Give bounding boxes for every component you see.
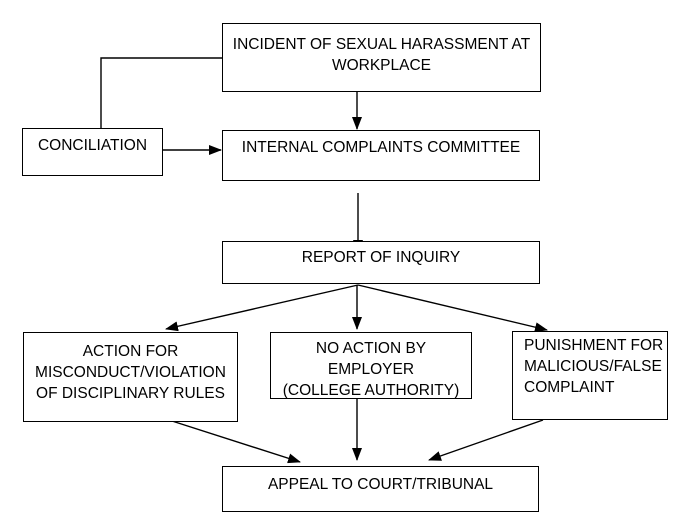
edge-punishment-appeal <box>428 419 544 461</box>
edge-report-punishment <box>357 284 548 333</box>
node-internal-complaints-committee: INTERNAL COMPLAINTS COMMITTEE <box>222 130 540 181</box>
edge-incident-conciliation <box>100 57 222 128</box>
node-action-for-misconduct: ACTION FOR MISCONDUCT/VIOLATION OF DISCI… <box>23 332 238 422</box>
node-report-of-inquiry: REPORT OF INQUIRY <box>222 241 540 284</box>
node-conciliation: CONCILIATION <box>22 128 163 176</box>
node-incident: INCIDENT OF SEXUAL HARASSMENT AT WORKPLA… <box>222 23 541 92</box>
node-punishment-for-malicious-complaint: PUNISHMENT FOR MALICIOUS/FALSE COMPLAINT <box>512 331 668 420</box>
node-no-action-by-employer: NO ACTION BY EMPLOYER (COLLEGE AUTHORITY… <box>270 332 472 399</box>
edge-report-action <box>165 284 359 332</box>
edge-action-appeal <box>171 420 301 464</box>
node-appeal-to-court-tribunal: APPEAL TO COURT/TRIBUNAL <box>222 466 539 512</box>
